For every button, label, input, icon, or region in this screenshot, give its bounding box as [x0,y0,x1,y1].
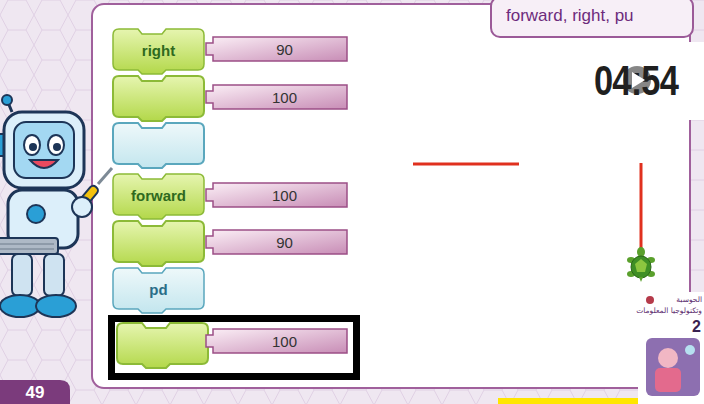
value-field: 100 [205,84,348,110]
command-text: forward [131,187,186,204]
grade-number: 2 [692,318,701,336]
hint-text: forward, right, pu [506,6,634,26]
command-block: forward [112,173,205,220]
value-text: 100 [272,89,297,106]
value-field: 100 [205,182,348,208]
value-text: 90 [276,234,293,251]
pen-block: pd [112,267,205,314]
cover-title: وتكنولوجيا المعلومات [640,306,702,315]
page-number: 49 [15,383,55,403]
hint-box: forward, right, pu [490,0,694,38]
command-block: right [112,28,205,75]
timer-text: 04:54 [594,57,678,105]
command-text: pd [149,281,167,298]
command-text: right [142,42,175,59]
value-field: 100 [205,328,348,354]
value-text: 100 [272,187,297,204]
cover-title: الحوسبة [646,295,702,304]
value-text: 90 [276,41,293,58]
value-text: 100 [272,333,297,350]
value-field: 90 [205,36,348,62]
value-field: 90 [205,229,348,255]
